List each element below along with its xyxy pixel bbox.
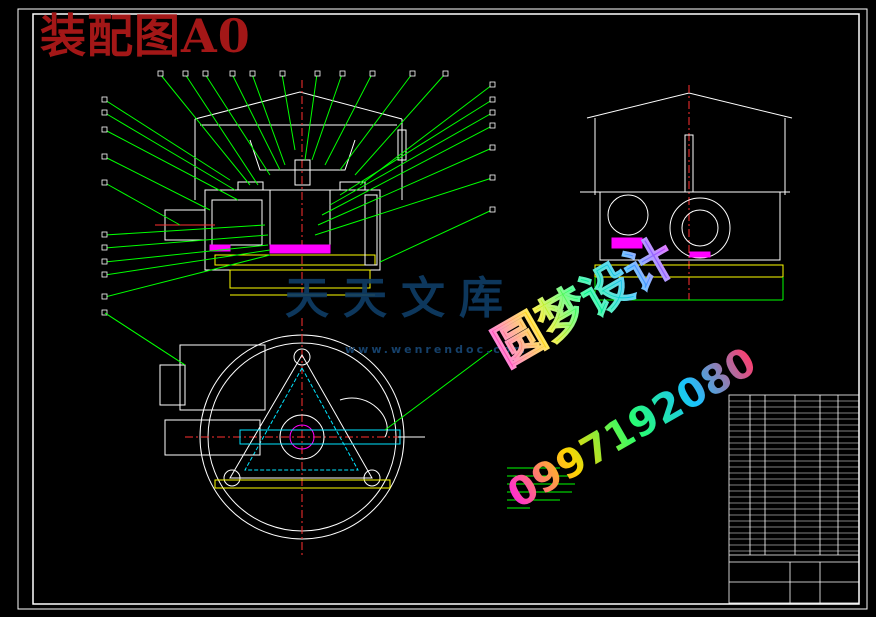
title-block [728, 394, 860, 604]
parts-list-rows [729, 400, 859, 552]
inner-border [32, 13, 860, 605]
side-view [580, 85, 793, 301]
technical-notes [507, 467, 575, 509]
watermark-url: www.wenrendoc.com [345, 343, 528, 356]
drawing-title: 装配图A0 [40, 9, 251, 63]
plan-view [104, 312, 493, 555]
watermark-site-name: 天天文库 [285, 273, 517, 324]
outer-border [17, 8, 868, 610]
